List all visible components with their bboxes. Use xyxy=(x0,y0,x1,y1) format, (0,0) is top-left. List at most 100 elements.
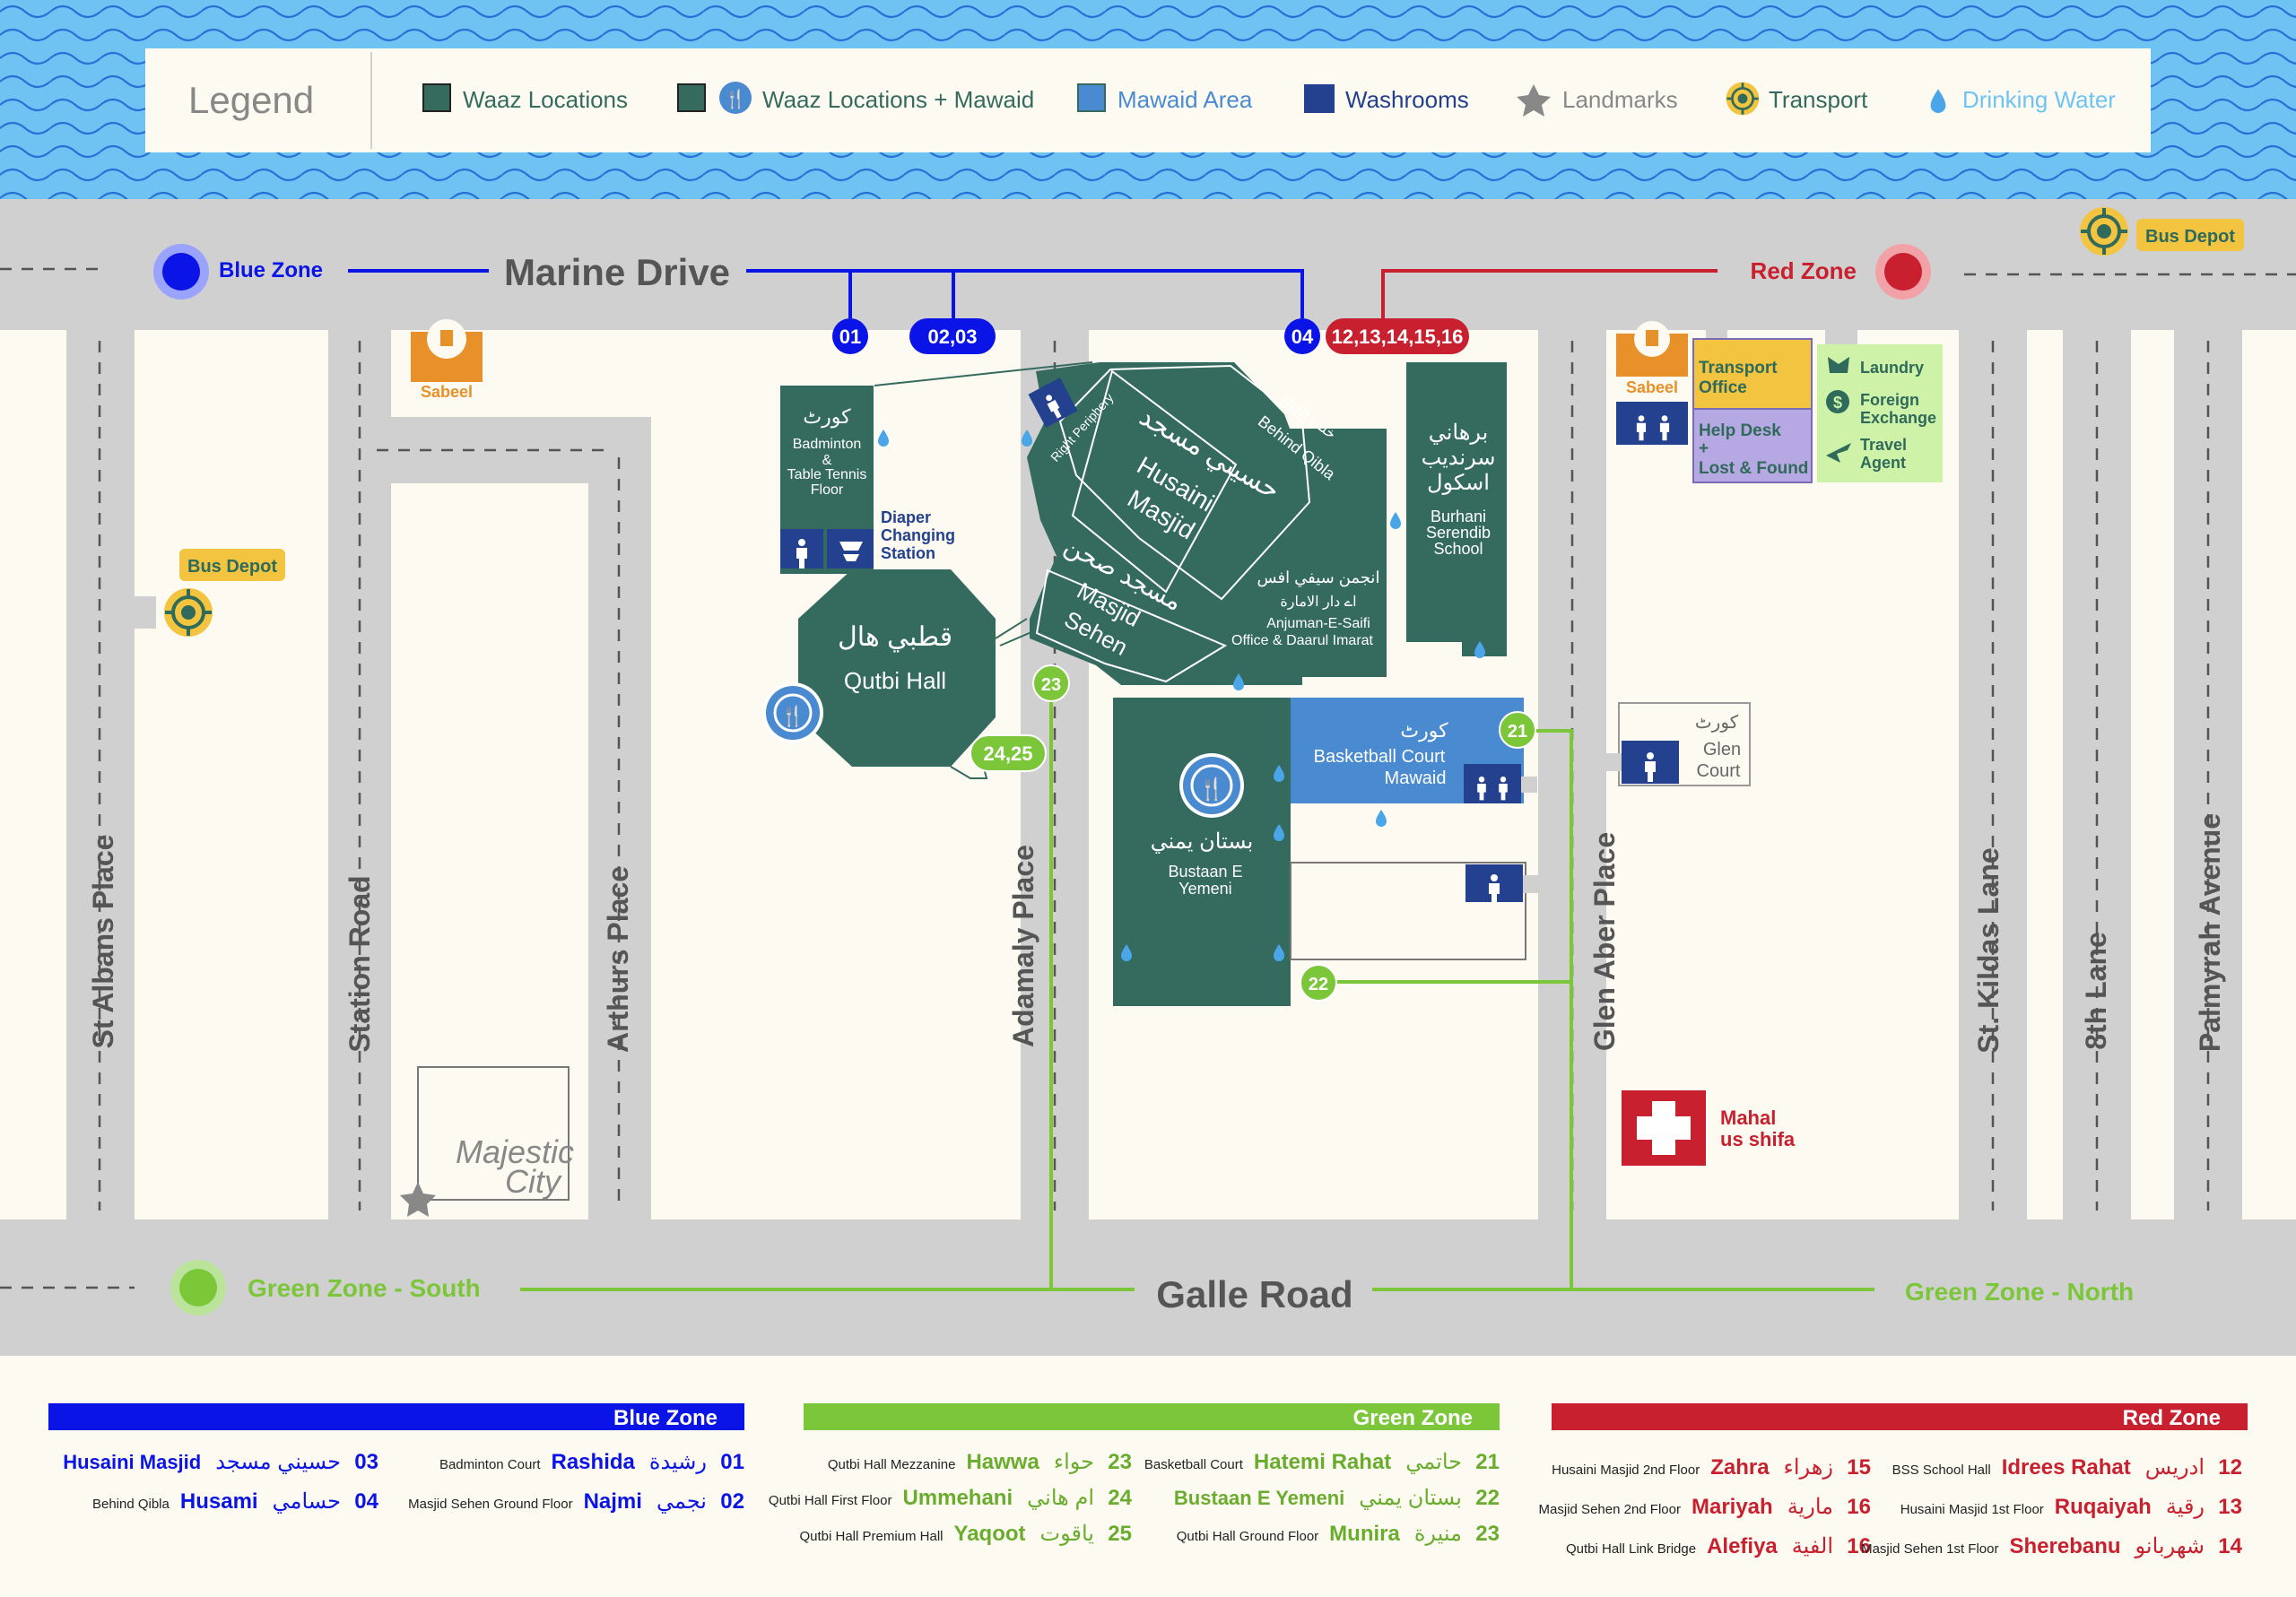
svg-text:Office & Daarul Imarat: Office & Daarul Imarat xyxy=(1231,633,1374,648)
marker-24-25: 24,25 xyxy=(970,734,1047,772)
basketball-court-mawaid: كورٹ Basketball Court Mawaid xyxy=(1291,698,1537,803)
svg-text:School: School xyxy=(1433,540,1483,558)
zone-row-name: Najmi xyxy=(584,1489,642,1514)
zone-row-name: Yaqoot xyxy=(954,1522,1026,1546)
glen-court: كورٹ Glen Court xyxy=(1605,702,1751,786)
zone-row-number: 01 xyxy=(720,1450,744,1474)
majestic-city-landmark: Majestic City xyxy=(400,1066,574,1217)
zone-row-arabic: حاتمي xyxy=(1405,1450,1462,1474)
svg-text:Bustaan E: Bustaan E xyxy=(1168,863,1242,881)
zone-row-number: 23 xyxy=(1108,1450,1132,1474)
zone-lines xyxy=(348,269,1874,1291)
zone-row-place: Qutbi Hall Ground Floor xyxy=(1177,1529,1318,1544)
zone-row-number: 24 xyxy=(1108,1486,1132,1510)
zone-row-number: 15 xyxy=(1847,1455,1871,1480)
dollar-icon xyxy=(1826,390,1849,413)
zone-row-name: Rashida xyxy=(552,1450,636,1474)
svg-text:Foreign: Foreign xyxy=(1860,391,1919,409)
marker-21: 21 xyxy=(1499,711,1536,749)
zone-row-arabic: الفية xyxy=(1792,1534,1833,1558)
svg-text:Glen: Glen xyxy=(1703,740,1741,759)
qutbi-mawaid-badge: 🍴 xyxy=(762,682,823,743)
svg-text:Station: Station xyxy=(881,544,935,562)
svg-text:04: 04 xyxy=(1292,325,1314,348)
svg-text:Lost & Found: Lost & Found xyxy=(1699,459,1808,478)
zone-row-name: Husami xyxy=(180,1489,258,1514)
zone-row-arabic: حسيني مسجد xyxy=(215,1450,341,1474)
svg-text:Changing: Changing xyxy=(881,526,955,544)
husaini-masjid-complex: Right Periphery حسيني مسجد Husaini Masji… xyxy=(1027,362,1507,685)
zone-row-number: 22 xyxy=(1475,1486,1500,1510)
green-zone-north-label: Green Zone - North xyxy=(1905,1278,2134,1306)
road-palmyrah: Palmyrah Avenue xyxy=(2194,813,2226,1052)
legend-title: Legend xyxy=(188,79,314,121)
svg-text:اے دار الامارة: اے دار الامارة xyxy=(1280,595,1356,610)
svg-text:Blue Zone: Blue Zone xyxy=(613,1406,718,1430)
zone-row-place: Masjid Sehen 2nd Floor xyxy=(1539,1502,1681,1517)
marker-02-03: 02,03 xyxy=(909,318,996,354)
zone-row-number: 04 xyxy=(354,1489,378,1514)
svg-text:Court: Court xyxy=(1697,761,1741,781)
svg-text:Help Desk: Help Desk xyxy=(1699,421,1781,440)
zone-row-number: 14 xyxy=(2218,1534,2242,1558)
road-galle-road: Galle Road xyxy=(1156,1273,1352,1315)
sabeel-east: Sabeel xyxy=(1616,321,1688,445)
zone-row-arabic: حسامي xyxy=(273,1489,341,1514)
zone-row-arabic: ام هاني xyxy=(1027,1486,1094,1510)
cutlery-icon: 🍴 xyxy=(780,705,804,728)
svg-text:02,03: 02,03 xyxy=(927,325,977,348)
zone-row-name: Hatemi Rahat xyxy=(1254,1450,1391,1474)
zone-row-place: Qutbi Hall Link Bridge xyxy=(1566,1541,1696,1557)
svg-text:Anjuman-E-Saifi: Anjuman-E-Saifi xyxy=(1266,616,1370,631)
marker-22: 22 xyxy=(1300,964,1337,1002)
help-desk: Help Desk + Lost & Found xyxy=(1692,408,1813,483)
marker-23: 23 xyxy=(1032,664,1070,702)
plane-icon xyxy=(1826,443,1851,463)
svg-text:Green Zone: Green Zone xyxy=(1353,1406,1473,1430)
legend-landmarks-label: Landmarks xyxy=(1562,86,1678,113)
zone-row-arabic: نجمي xyxy=(657,1489,707,1514)
svg-text:Floor: Floor xyxy=(811,482,844,498)
zone-row-number: 16 xyxy=(1847,1534,1871,1558)
svg-text:Yemeni: Yemeni xyxy=(1178,880,1231,898)
zone-row-arabic: زهراء xyxy=(1784,1455,1833,1480)
zone-row-arabic: ياقوت xyxy=(1040,1522,1094,1546)
mahal-us-shifa: Mahal us shifa xyxy=(1622,1090,1796,1166)
red-zone-label: Red Zone xyxy=(1751,257,1857,284)
zone-row-number: 23 xyxy=(1475,1522,1500,1546)
road-st-kildas: St. Kildas Lane xyxy=(1972,847,2005,1053)
road-marine-drive: Marine Drive xyxy=(504,251,730,293)
svg-text:قطبي هال: قطبي هال xyxy=(838,622,952,652)
svg-text:Office: Office xyxy=(1699,378,1747,397)
zone-row-name: Zahra xyxy=(1710,1455,1770,1480)
zone-row-arabic: حواء xyxy=(1054,1450,1094,1474)
legend-waaz-label: Waaz Locations xyxy=(463,86,628,113)
cutlery-icon: 🍴 xyxy=(725,88,747,109)
svg-text:City: City xyxy=(505,1163,562,1200)
svg-text:Bus Depot: Bus Depot xyxy=(2145,227,2235,247)
svg-text:Travel: Travel xyxy=(1860,436,1907,454)
svg-text:Table Tennis: Table Tennis xyxy=(787,467,867,482)
bus-depot-north: Bus Depot xyxy=(2078,205,2244,257)
svg-text:Mawaid: Mawaid xyxy=(1385,768,1447,788)
svg-text:Sabeel: Sabeel xyxy=(421,383,473,401)
svg-text:+: + xyxy=(1699,439,1709,458)
zone-row-name: Munira xyxy=(1329,1522,1400,1546)
road-st-albans: St Albans Place xyxy=(87,835,119,1049)
zone-row-name: Sherebanu xyxy=(2009,1534,2120,1558)
zone-row-place: Behind Qibla xyxy=(92,1497,170,1512)
zone-table-blue: Blue Zone xyxy=(48,1403,744,1430)
svg-text:21: 21 xyxy=(1508,722,1527,742)
svg-text:Sabeel: Sabeel xyxy=(1626,378,1678,396)
qutbi-hall-building: قطبي هال Qutbi Hall xyxy=(798,569,996,767)
zone-row-number: 12 xyxy=(2218,1455,2242,1480)
svg-text:Qutbi Hall: Qutbi Hall xyxy=(844,667,946,694)
svg-text:Basketball Court: Basketball Court xyxy=(1314,747,1446,767)
svg-text:us shifa: us shifa xyxy=(1720,1128,1796,1150)
zone-row-place: Bustaan E Yemeni xyxy=(1174,1487,1344,1509)
diaper-icon xyxy=(839,542,863,561)
legend-mawaid-label: Mawaid Area xyxy=(1118,86,1253,113)
svg-text:Bus Depot: Bus Depot xyxy=(187,557,277,577)
zone-row-number: 03 xyxy=(354,1450,378,1474)
